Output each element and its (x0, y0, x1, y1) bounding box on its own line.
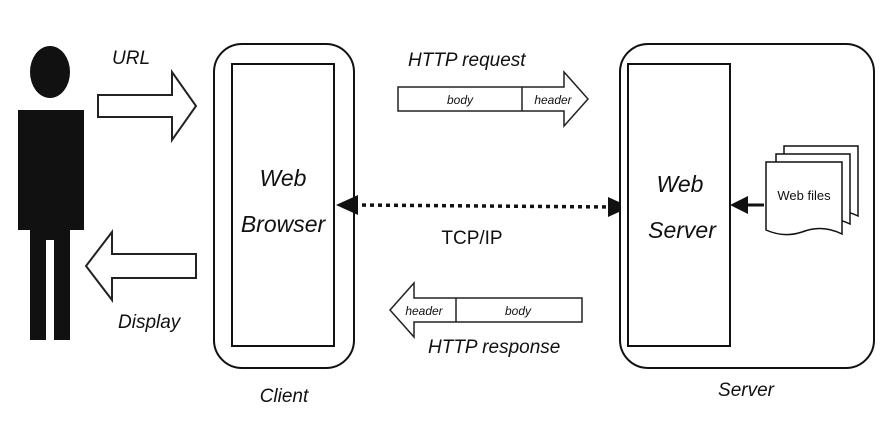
server-label: Server (718, 380, 775, 401)
tcp-ip-connection (353, 203, 615, 209)
tcp-ip-label: TCP/IP (441, 228, 502, 249)
web-server-title-line2: Server (648, 217, 717, 243)
display-arrow (84, 229, 197, 303)
web-files-label: Web files (777, 188, 831, 203)
request-header-label: header (534, 93, 572, 107)
http-response-label: HTTP response (428, 337, 560, 358)
http-response-arrow (388, 281, 583, 339)
stacked-documents-icon (765, 145, 859, 236)
display-label: Display (118, 312, 182, 333)
user-icon (18, 46, 84, 340)
url-label: URL (112, 48, 150, 69)
web-browser-title-line1: Web (260, 165, 307, 191)
tcp-ip-left-arrowhead (336, 195, 358, 215)
web-server-panel (627, 63, 731, 347)
web-browser-panel (231, 63, 335, 347)
request-body-label: body (447, 93, 474, 107)
files-to-server-arrowhead (730, 196, 748, 214)
http-request-arrow (397, 70, 590, 128)
url-arrow (97, 68, 198, 144)
response-body-label: body (505, 304, 532, 318)
client-label: Client (260, 386, 309, 407)
http-request-label: HTTP request (408, 50, 526, 71)
response-header-label: header (405, 304, 443, 318)
web-browser-title-line2: Browser (241, 211, 327, 237)
web-server-title-line1: Web (657, 171, 704, 197)
